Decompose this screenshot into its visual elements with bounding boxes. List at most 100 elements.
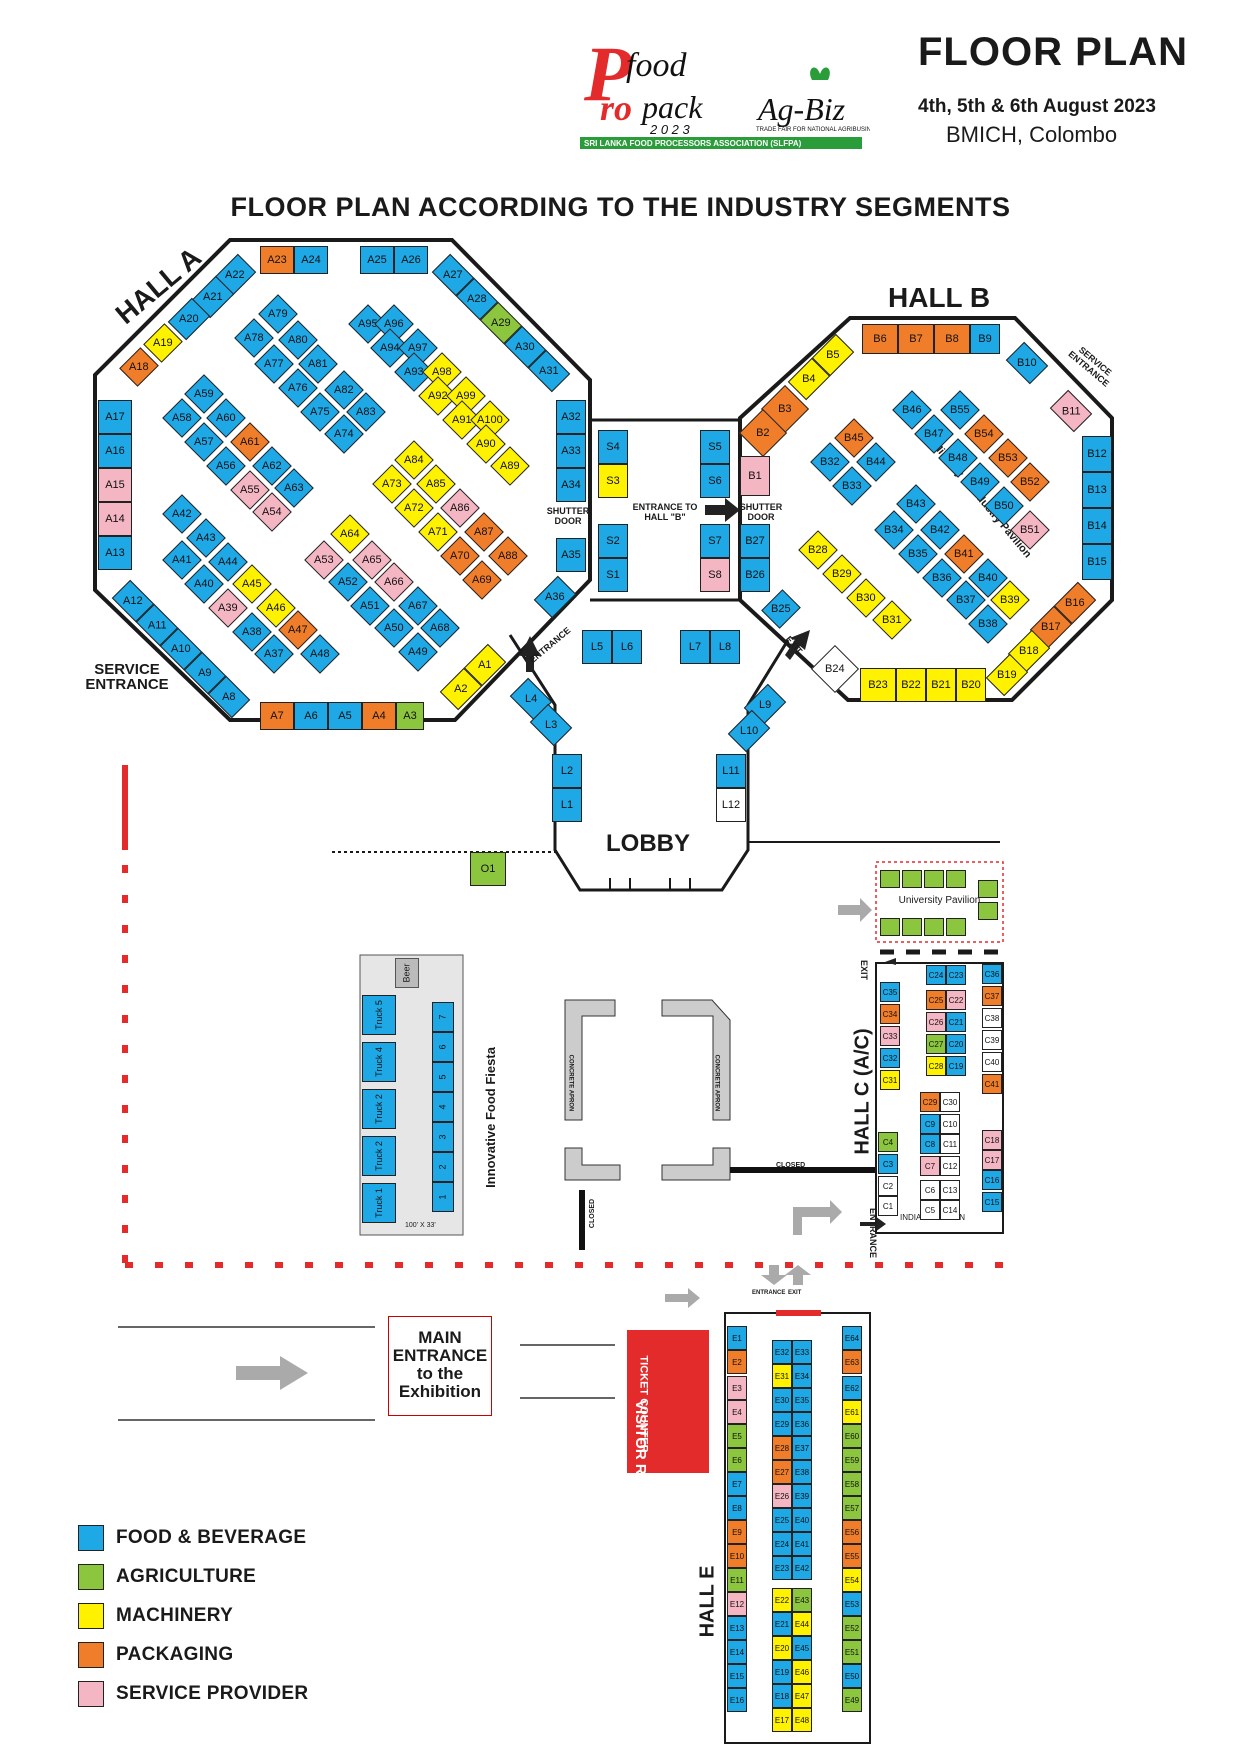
fiesta-stall[interactable]: 2 [432,1152,454,1182]
booth-u2[interactable] [902,870,922,888]
booth-a13[interactable]: A13 [98,536,132,570]
booth-e22[interactable]: E22 [772,1588,792,1612]
booth-e62[interactable]: E62 [842,1376,862,1400]
booth-u9[interactable] [946,918,966,936]
booth-b14[interactable]: B14 [1082,508,1112,544]
booth-e11[interactable]: E11 [727,1568,747,1592]
booth-c17[interactable]: C17 [982,1150,1002,1170]
booth-c14[interactable]: C14 [940,1200,960,1220]
booth-c27[interactable]: C27 [926,1034,946,1054]
booth-e44[interactable]: E44 [792,1612,812,1636]
booth-l1[interactable]: L1 [552,788,582,822]
booth-b22[interactable]: B22 [896,668,926,702]
booth-c21[interactable]: C21 [946,1012,966,1032]
booth-e56[interactable]: E56 [842,1520,862,1544]
booth-a26[interactable]: A26 [394,246,428,274]
fiesta-stall[interactable]: 5 [432,1062,454,1092]
booth-e20[interactable]: E20 [772,1636,792,1660]
fiesta-stall[interactable]: 1 [432,1182,454,1212]
booth-b6[interactable]: B6 [862,324,898,354]
food-truck[interactable]: Truck 5 [362,995,396,1035]
booth-e49[interactable]: E49 [842,1688,862,1712]
food-truck[interactable]: Truck 2 [362,1136,396,1176]
booth-c33[interactable]: C33 [880,1026,900,1046]
booth-c3[interactable]: C3 [878,1154,898,1174]
booth-b15[interactable]: B15 [1082,544,1112,580]
booth-c23[interactable]: C23 [946,965,966,985]
booth-e55[interactable]: E55 [842,1544,862,1568]
booth-c40[interactable]: C40 [982,1052,1002,1072]
booth-c19[interactable]: C19 [946,1056,966,1076]
booth-c35[interactable]: C35 [880,982,900,1002]
booth-e39[interactable]: E39 [792,1484,812,1508]
booth-c30[interactable]: C30 [940,1092,960,1112]
booth-u8[interactable] [924,918,944,936]
fiesta-stall[interactable]: 7 [432,1002,454,1032]
booth-a35[interactable]: A35 [556,538,586,572]
booth-e27[interactable]: E27 [772,1460,792,1484]
booth-u5[interactable] [978,880,998,898]
booth-e4[interactable]: E4 [727,1400,747,1424]
booth-e43[interactable]: E43 [792,1588,812,1612]
booth-e9[interactable]: E9 [727,1520,747,1544]
booth-a5[interactable]: A5 [328,702,362,730]
booth-e12[interactable]: E12 [727,1592,747,1616]
booth-e64[interactable]: E64 [842,1326,862,1350]
booth-e54[interactable]: E54 [842,1568,862,1592]
booth-a6[interactable]: A6 [294,702,328,730]
booth-a3[interactable]: A3 [396,702,424,730]
booth-c36[interactable]: C36 [982,964,1002,984]
booth-e51[interactable]: E51 [842,1640,862,1664]
booth-e38[interactable]: E38 [792,1460,812,1484]
booth-a34[interactable]: A34 [556,468,586,502]
booth-c31[interactable]: C31 [880,1070,900,1090]
booth-e24[interactable]: E24 [772,1532,792,1556]
booth-c24[interactable]: C24 [926,965,946,985]
booth-c25[interactable]: C25 [926,990,946,1010]
booth-e31[interactable]: E31 [772,1364,792,1388]
food-truck[interactable]: Truck 1 [362,1183,396,1223]
booth-c11[interactable]: C11 [940,1134,960,1154]
booth-u7[interactable] [902,918,922,936]
booth-b27[interactable]: B27 [740,524,770,558]
booth-e45[interactable]: E45 [792,1636,812,1660]
booth-s7[interactable]: S7 [700,524,730,558]
booth-l6[interactable]: L6 [612,630,642,664]
booth-e42[interactable]: E42 [792,1556,812,1580]
booth-u1[interactable] [880,870,900,888]
booth-c15[interactable]: C15 [982,1192,1002,1212]
booth-l8[interactable]: L8 [710,630,740,664]
booth-e19[interactable]: E19 [772,1660,792,1684]
booth-c29[interactable]: C29 [920,1092,940,1112]
booth-e26[interactable]: E26 [772,1484,792,1508]
booth-b1[interactable]: B1 [740,456,770,496]
booth-e59[interactable]: E59 [842,1448,862,1472]
booth-l12[interactable]: L12 [716,788,746,822]
booth-e58[interactable]: E58 [842,1472,862,1496]
booth-c20[interactable]: C20 [946,1034,966,1054]
booth-e14[interactable]: E14 [727,1640,747,1664]
food-truck[interactable]: Truck 2 [362,1089,396,1129]
booth-b26[interactable]: B26 [740,558,770,592]
booth-e23[interactable]: E23 [772,1556,792,1580]
booth-c7[interactable]: C7 [920,1156,940,1176]
booth-u3[interactable] [924,870,944,888]
booth-e15[interactable]: E15 [727,1664,747,1688]
booth-a24[interactable]: A24 [294,246,328,274]
booth-e48[interactable]: E48 [792,1708,812,1732]
booth-s4[interactable]: S4 [598,430,628,464]
booth-e1[interactable]: E1 [727,1326,747,1350]
booth-e10[interactable]: E10 [727,1544,747,1568]
booth-a23[interactable]: A23 [260,246,294,274]
booth-e2[interactable]: E2 [727,1350,747,1374]
booth-c26[interactable]: C26 [926,1012,946,1032]
booth-b21[interactable]: B21 [926,668,956,702]
booth-c10[interactable]: C10 [940,1114,960,1134]
booth-e63[interactable]: E63 [842,1350,862,1374]
booth-a33[interactable]: A33 [556,434,586,468]
booth-u4[interactable] [946,870,966,888]
booth-u10[interactable] [978,902,998,920]
booth-e60[interactable]: E60 [842,1424,862,1448]
booth-s3[interactable]: S3 [598,464,628,498]
booth-e37[interactable]: E37 [792,1436,812,1460]
